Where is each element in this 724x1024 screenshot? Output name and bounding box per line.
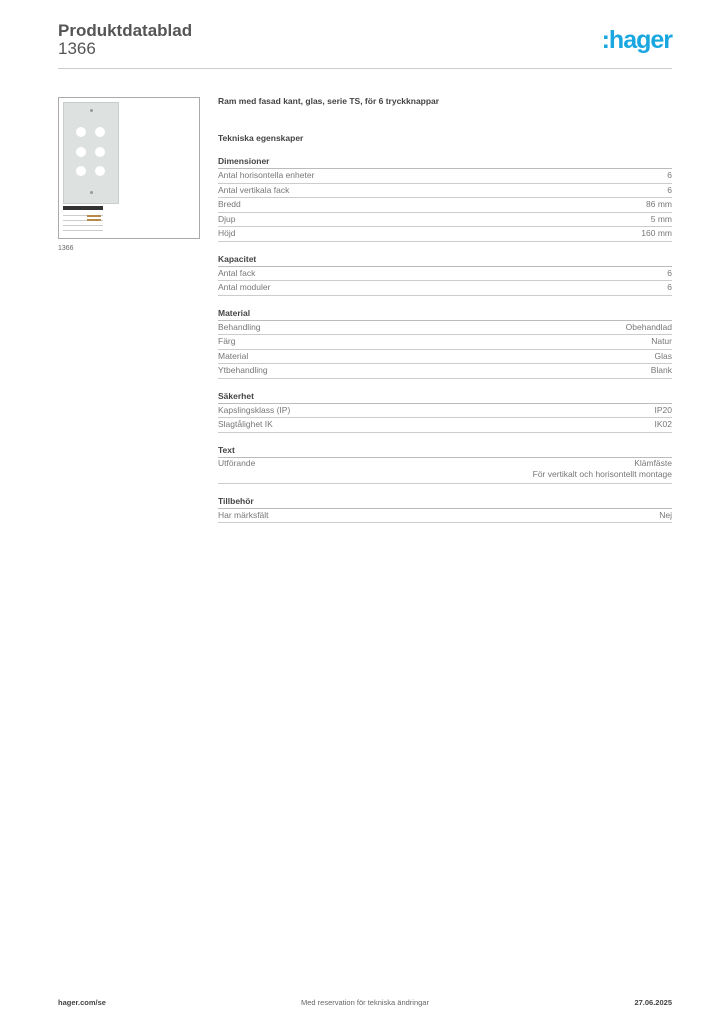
spec-row: Bredd 86 mm (218, 198, 672, 213)
spec-value: Obehandlad (625, 321, 672, 332)
spec-label: Material (218, 350, 249, 361)
product-code: 1366 (58, 39, 96, 58)
spec-row: Antal horisontella enheter 6 (218, 169, 672, 184)
spec-row: Material Glas (218, 350, 672, 364)
spec-value: 6 (667, 282, 672, 292)
frame-plate-image (63, 102, 119, 204)
product-name: Ram med fasad kant, glas, serie TS, för … (218, 96, 440, 106)
footer-note: Med reservation för tekniska ändringar (301, 998, 429, 1007)
footer-website-link[interactable]: hager.com/se (58, 998, 106, 1007)
spec-value: 6 (667, 267, 672, 278)
spec-row: Har märksfält Nej (218, 509, 672, 523)
spec-label: Utförande (218, 457, 256, 468)
spec-value: IP20 (654, 404, 673, 415)
spec-label: Slagtålighet IK (218, 419, 273, 429)
spec-value: Natur (651, 336, 672, 346)
spec-label: Ytbehandling (218, 365, 268, 375)
spec-row: Djup 5 mm (218, 213, 672, 227)
spec-label: Antal moduler (218, 282, 271, 292)
spec-label: Djup (218, 213, 236, 224)
spec-label: Kapslingsklass (IP) (218, 404, 291, 415)
spec-value: Klämfäste (634, 457, 672, 468)
product-details: Ram med fasad kant, glas, serie TS, för … (218, 96, 672, 523)
spec-row: Antal vertikala fack 6 (218, 184, 672, 198)
section-heading: Material (218, 308, 672, 321)
spec-value: Nej (659, 509, 672, 520)
section-heading: Kapacitet (218, 254, 672, 267)
spec-value: 6 (667, 170, 672, 180)
page-title: Produktdatablad (58, 21, 193, 40)
spec-label: Antal horisontella enheter (218, 170, 315, 180)
spec-row: Färg Natur (218, 335, 672, 350)
spec-row: Ytbehandling Blank (218, 364, 672, 379)
spec-value: 86 mm (646, 199, 672, 209)
footer-date: 27.06.2025 (634, 998, 672, 1007)
spec-row: Höjd 160 mm (218, 227, 672, 242)
hager-logo: :hager (601, 26, 673, 54)
spec-row: Slagtålighet IK IK02 (218, 418, 672, 433)
spec-value: 5 mm (650, 213, 672, 224)
spec-row: Antal fack 6 (218, 267, 672, 281)
spec-label: Antal fack (218, 267, 256, 278)
spec-label: Färg (218, 336, 236, 346)
spec-value: Glas (654, 350, 672, 361)
spec-label: Behandling (218, 321, 261, 332)
spec-row: Behandling Obehandlad (218, 321, 672, 335)
spec-label: Har märksfält (218, 509, 269, 520)
tech-heading: Tekniska egenskaper (218, 133, 304, 143)
spec-label: Bredd (218, 199, 241, 209)
spec-row: Antal moduler 6 (218, 281, 672, 296)
spec-value: IK02 (654, 419, 673, 429)
spec-label: Höjd (218, 228, 236, 238)
header-divider (58, 68, 672, 69)
product-image (58, 97, 200, 239)
spec-label: Antal vertikala fack (218, 184, 290, 195)
spec-value: För vertikalt och horisontellt montage (532, 469, 672, 479)
spec-value: 160 mm (641, 228, 672, 238)
spec-row: Kapslingsklass (IP) IP20 (218, 404, 673, 418)
image-caption: 1366 (58, 245, 74, 252)
section-heading: Dimensioner (218, 156, 672, 169)
section-heading: Text (218, 445, 672, 458)
spec-value: 6 (667, 184, 672, 195)
section-heading: Tillbehör (218, 496, 672, 509)
section-heading: Säkerhet (218, 391, 672, 404)
spec-value: Blank (650, 365, 672, 375)
frame-side-image (63, 206, 103, 210)
